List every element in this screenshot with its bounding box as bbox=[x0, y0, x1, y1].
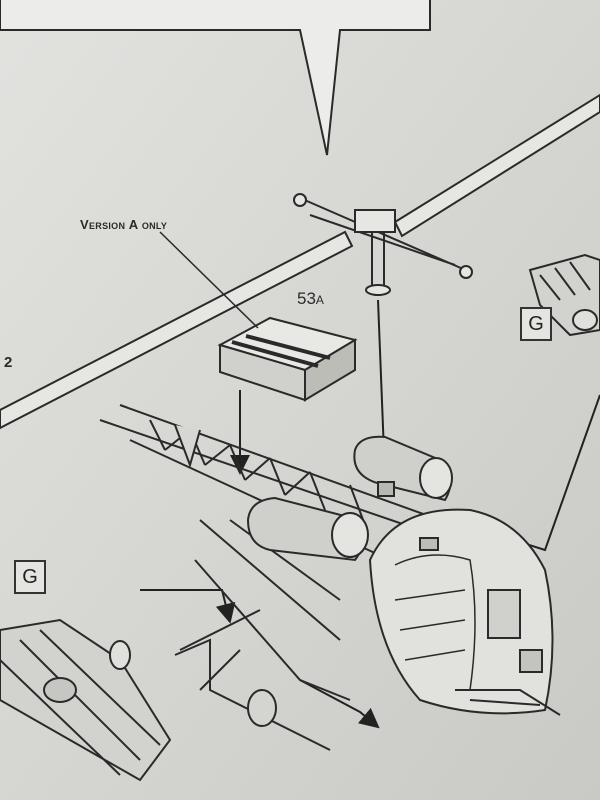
engine-subassembly-top bbox=[528, 253, 600, 337]
fuel-tanks bbox=[246, 435, 453, 562]
tail-boom-frame bbox=[99, 404, 441, 701]
subassembly-ref-g-top: G bbox=[520, 307, 552, 341]
main-rotor bbox=[0, 93, 600, 430]
engine-subassembly-bottom bbox=[0, 618, 172, 782]
part-53a-box bbox=[217, 316, 358, 402]
leader-line bbox=[159, 231, 259, 329]
cockpit-bubble bbox=[368, 508, 561, 716]
part-number-suffix: A bbox=[315, 293, 324, 307]
part-number-label: 53A bbox=[297, 289, 324, 309]
step-number: 2 bbox=[4, 354, 13, 371]
part-number-main: 53 bbox=[297, 289, 316, 308]
speech-bubble bbox=[0, 0, 431, 156]
landing-skid bbox=[174, 638, 331, 751]
version-a-only-label: Version A only bbox=[80, 217, 168, 232]
subassembly-ref-g-bottom: G bbox=[14, 560, 46, 594]
